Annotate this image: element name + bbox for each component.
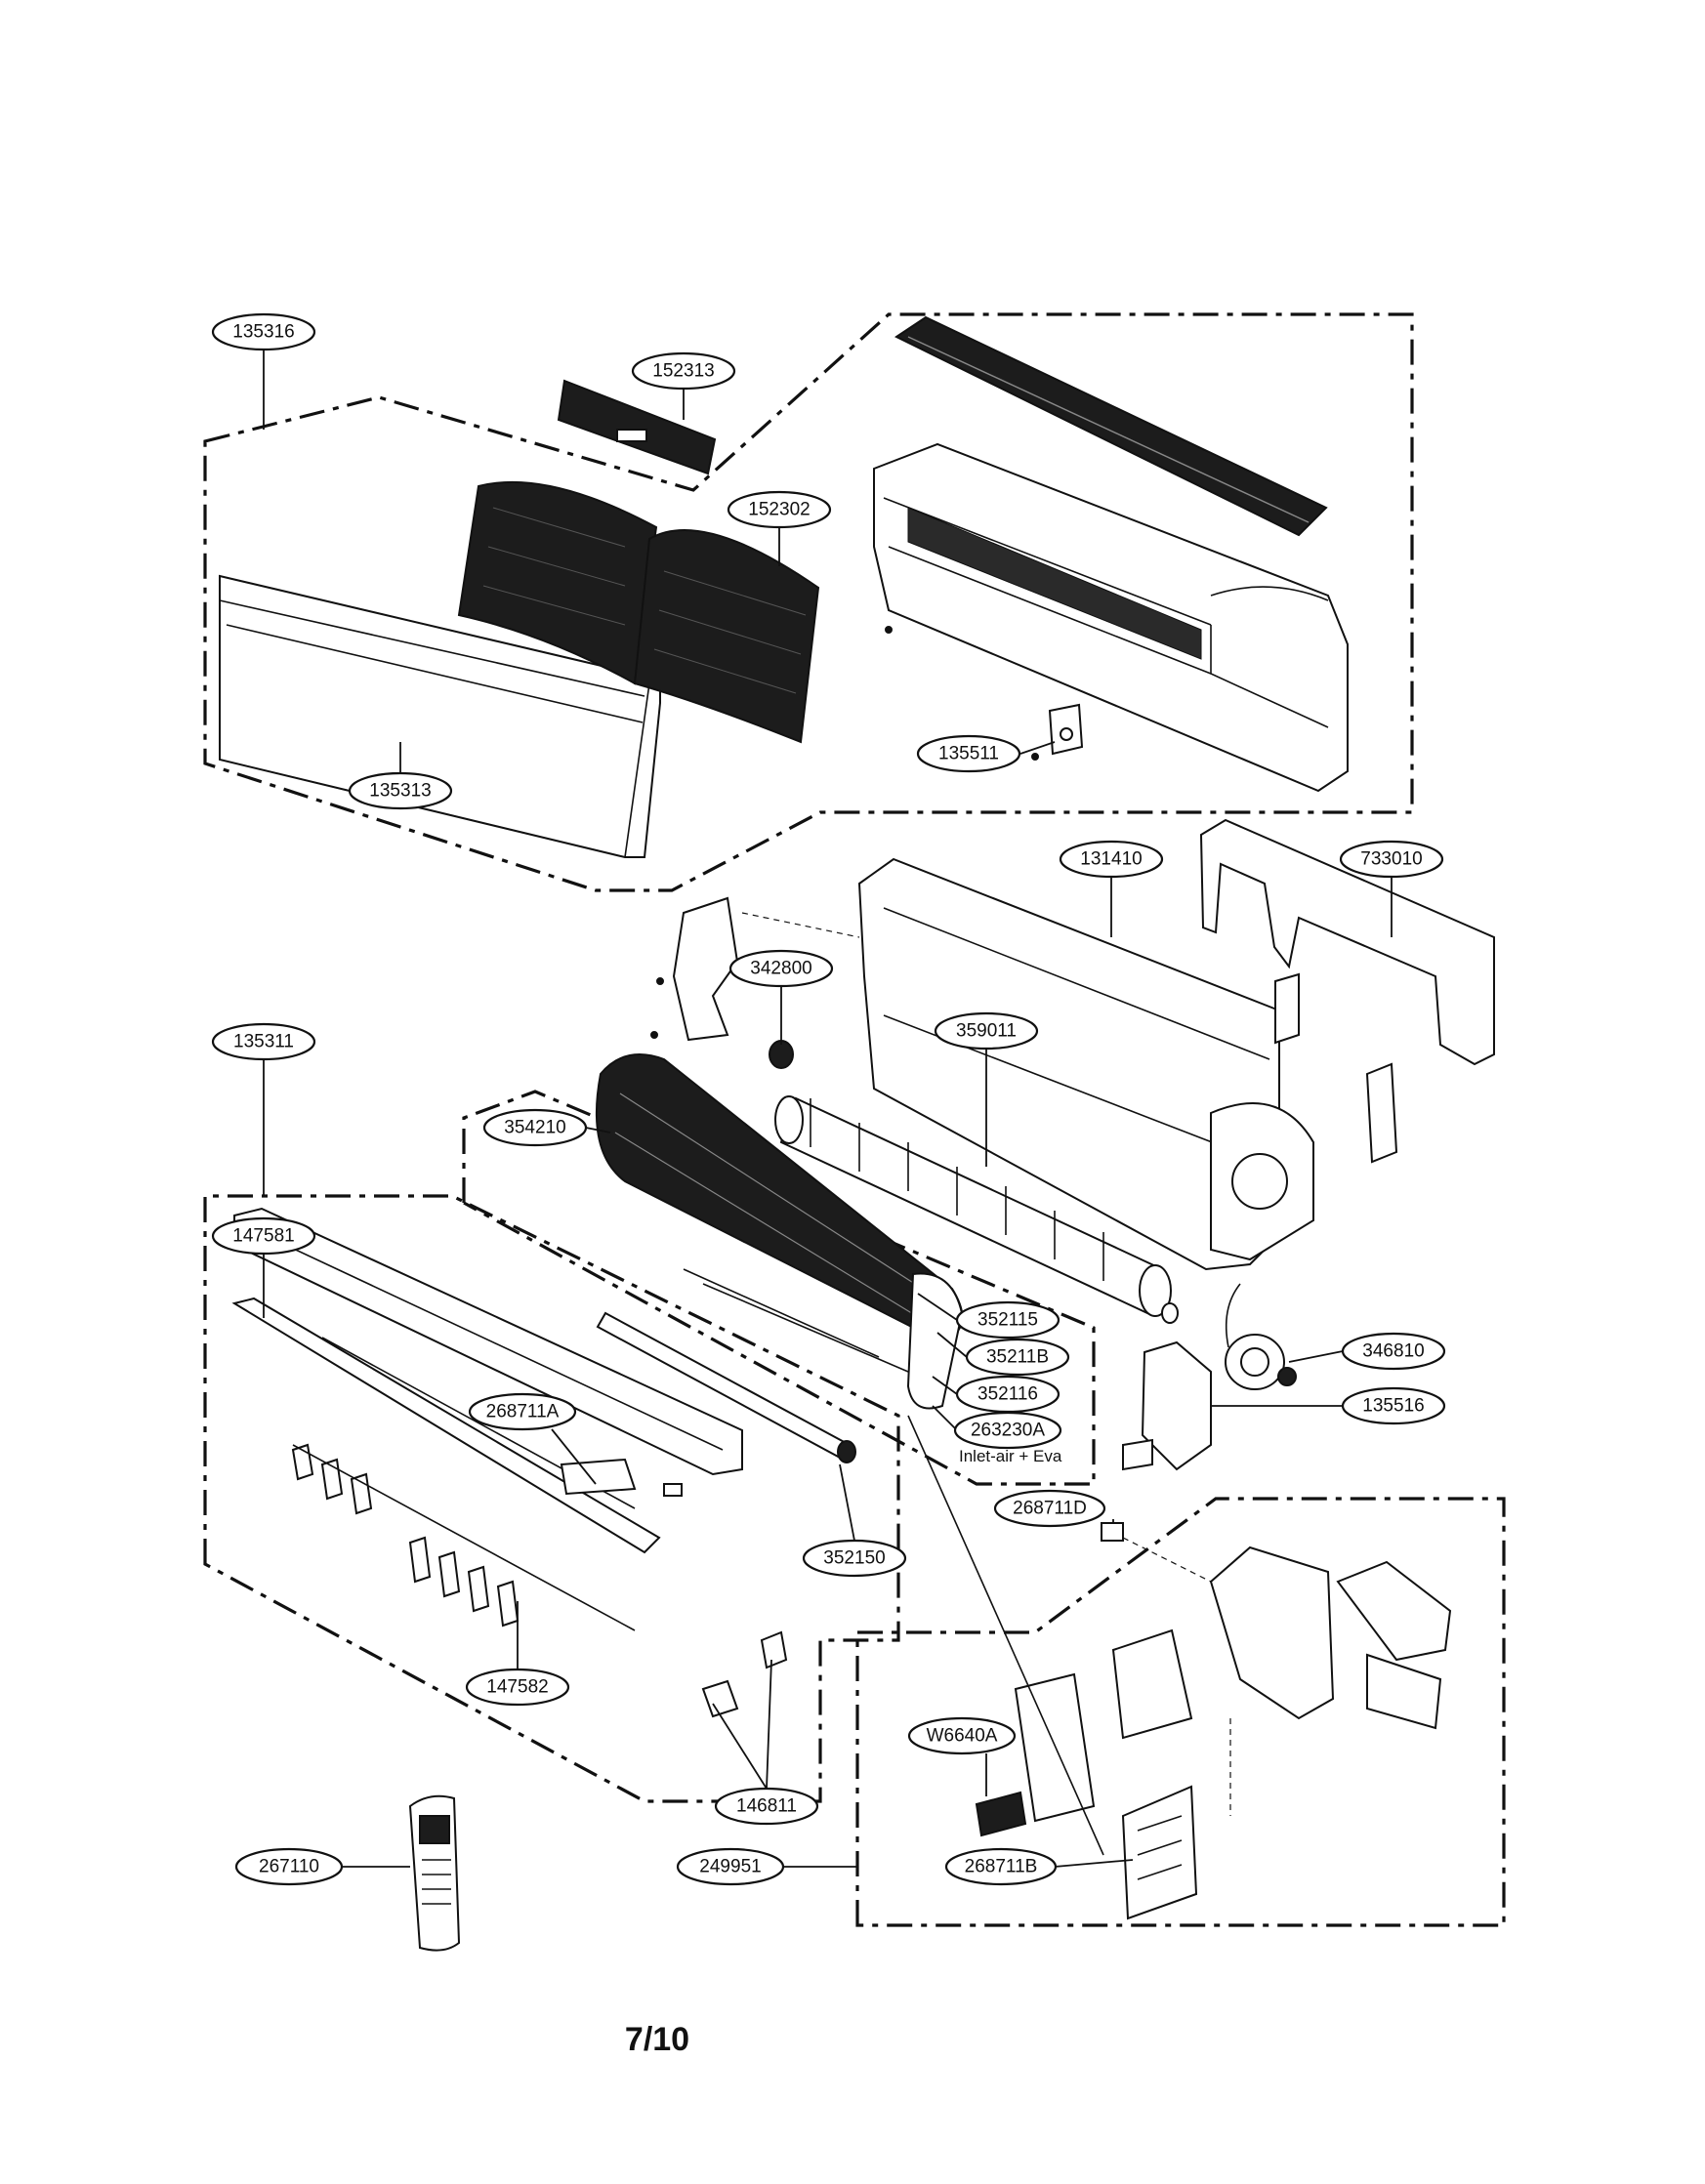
page-number: 7/10 — [624, 2021, 690, 2058]
drain-cover-part — [1048, 703, 1084, 756]
evaporator-group-boundary — [462, 1090, 1096, 1486]
evaporator — [595, 1053, 964, 1410]
callout-146811: 146811 — [714, 1787, 819, 1826]
callout-268711A: 268711A — [468, 1392, 577, 1431]
remote-control — [408, 1794, 461, 1952]
callout-346810: 346810 — [1341, 1332, 1446, 1371]
part-number-label: 35211B — [986, 1347, 1049, 1368]
pcb-assembly — [1014, 1628, 1198, 1920]
top-grille — [894, 315, 1328, 537]
air-filter-right — [633, 529, 820, 744]
front-panel-group-boundary — [203, 312, 1414, 892]
part-number-label: 135311 — [233, 1032, 294, 1052]
callout-147582: 147582 — [465, 1668, 570, 1707]
alignment-line — [741, 912, 860, 938]
part-number-label: 359011 — [956, 1021, 1017, 1042]
callout-W6640A: W6640A — [907, 1716, 1017, 1755]
part-number-label: 268711B — [965, 1857, 1038, 1877]
part-number-label: 146811 — [736, 1796, 797, 1817]
part-number-label: 346810 — [1362, 1341, 1424, 1362]
part-number-label: 135516 — [1362, 1396, 1424, 1417]
terminal-block — [975, 1791, 1027, 1837]
callout-152313: 152313 — [631, 351, 736, 391]
cross-flow-fan — [774, 1095, 1172, 1317]
callout-733010: 733010 — [1339, 840, 1444, 879]
part-number-label: 268711D — [1013, 1499, 1087, 1519]
part-number-label: 352116 — [977, 1384, 1038, 1405]
cabinet-body — [873, 442, 1349, 793]
callout-135313: 135313 — [348, 771, 453, 810]
part-number-label: W6640A — [927, 1726, 998, 1747]
part-number-label: 268711A — [486, 1402, 560, 1422]
callout-135311: 135311 — [211, 1022, 316, 1061]
part-number-label: 733010 — [1360, 849, 1422, 870]
note-263230a: Inlet-air + Eva — [959, 1447, 1062, 1465]
motor-cover — [1122, 1340, 1212, 1471]
part-number-label: 135316 — [232, 322, 294, 343]
part-number-label: 152313 — [652, 361, 714, 382]
part-number-label: 352115 — [977, 1310, 1038, 1331]
screw — [650, 1031, 658, 1039]
callout-152302: 152302 — [727, 490, 832, 529]
evaporator-pipes — [683, 1268, 909, 1373]
callout-135316: 135316 — [211, 312, 316, 351]
part-number-label: 267110 — [259, 1857, 319, 1877]
callout-263230A: 263230A — [953, 1411, 1062, 1450]
part-number-label: 342800 — [750, 959, 811, 979]
callout-249951: 249951 — [676, 1847, 785, 1886]
callout-359011: 359011 — [934, 1011, 1039, 1051]
screw — [1031, 753, 1039, 761]
part-number-label: 147581 — [232, 1226, 294, 1247]
part-number-label: 249951 — [699, 1857, 761, 1877]
part-number-label: 354210 — [504, 1118, 565, 1138]
callout-35211B: 35211B — [965, 1338, 1070, 1377]
callout-268711D: 268711D — [993, 1489, 1106, 1528]
control-box-group-boundary — [855, 1497, 1506, 1927]
vertical-louvers — [291, 1443, 636, 1631]
control-box-cover — [1209, 1545, 1452, 1730]
callout-352150: 352150 — [802, 1539, 907, 1578]
part-number-label: 352150 — [823, 1548, 885, 1569]
fan-motor — [1161, 1283, 1297, 1390]
screw — [885, 626, 893, 634]
installation-plate — [1199, 818, 1495, 1164]
callout-267110: 267110 — [234, 1847, 344, 1886]
callout-268711B: 268711B — [944, 1847, 1058, 1886]
part-number-label: 152302 — [748, 500, 810, 520]
callout-135516: 135516 — [1341, 1386, 1446, 1425]
part-number-label: 135511 — [938, 744, 999, 764]
callout-352116: 352116 — [955, 1375, 1060, 1414]
sensor-part — [1101, 1522, 1124, 1542]
callout-147581: 147581 — [211, 1216, 316, 1256]
callout-352115: 352115 — [955, 1300, 1060, 1339]
part-number-label: 135313 — [369, 781, 431, 802]
display-pcb — [560, 1458, 683, 1497]
drain-pipe — [596, 1311, 856, 1463]
part-number-label: 147582 — [486, 1677, 548, 1698]
alignment-line — [1122, 1537, 1212, 1583]
deodorizing-filter — [557, 379, 717, 475]
callout-135511: 135511 — [916, 734, 1021, 773]
screw — [656, 977, 664, 985]
base-chassis — [857, 857, 1314, 1271]
part-number-label: 263230A — [971, 1421, 1045, 1441]
callout-354210: 354210 — [482, 1108, 588, 1147]
vane-group-boundary — [203, 1194, 900, 1803]
side-bracket — [672, 896, 739, 1042]
bearing — [769, 1040, 794, 1069]
part-number-label: 131410 — [1080, 849, 1142, 870]
leader-lines — [263, 350, 1393, 1868]
step-motor — [701, 1630, 788, 1718]
callout-131410: 131410 — [1059, 840, 1164, 879]
callout-342800: 342800 — [728, 949, 834, 988]
assembly-line — [907, 1415, 1104, 1856]
